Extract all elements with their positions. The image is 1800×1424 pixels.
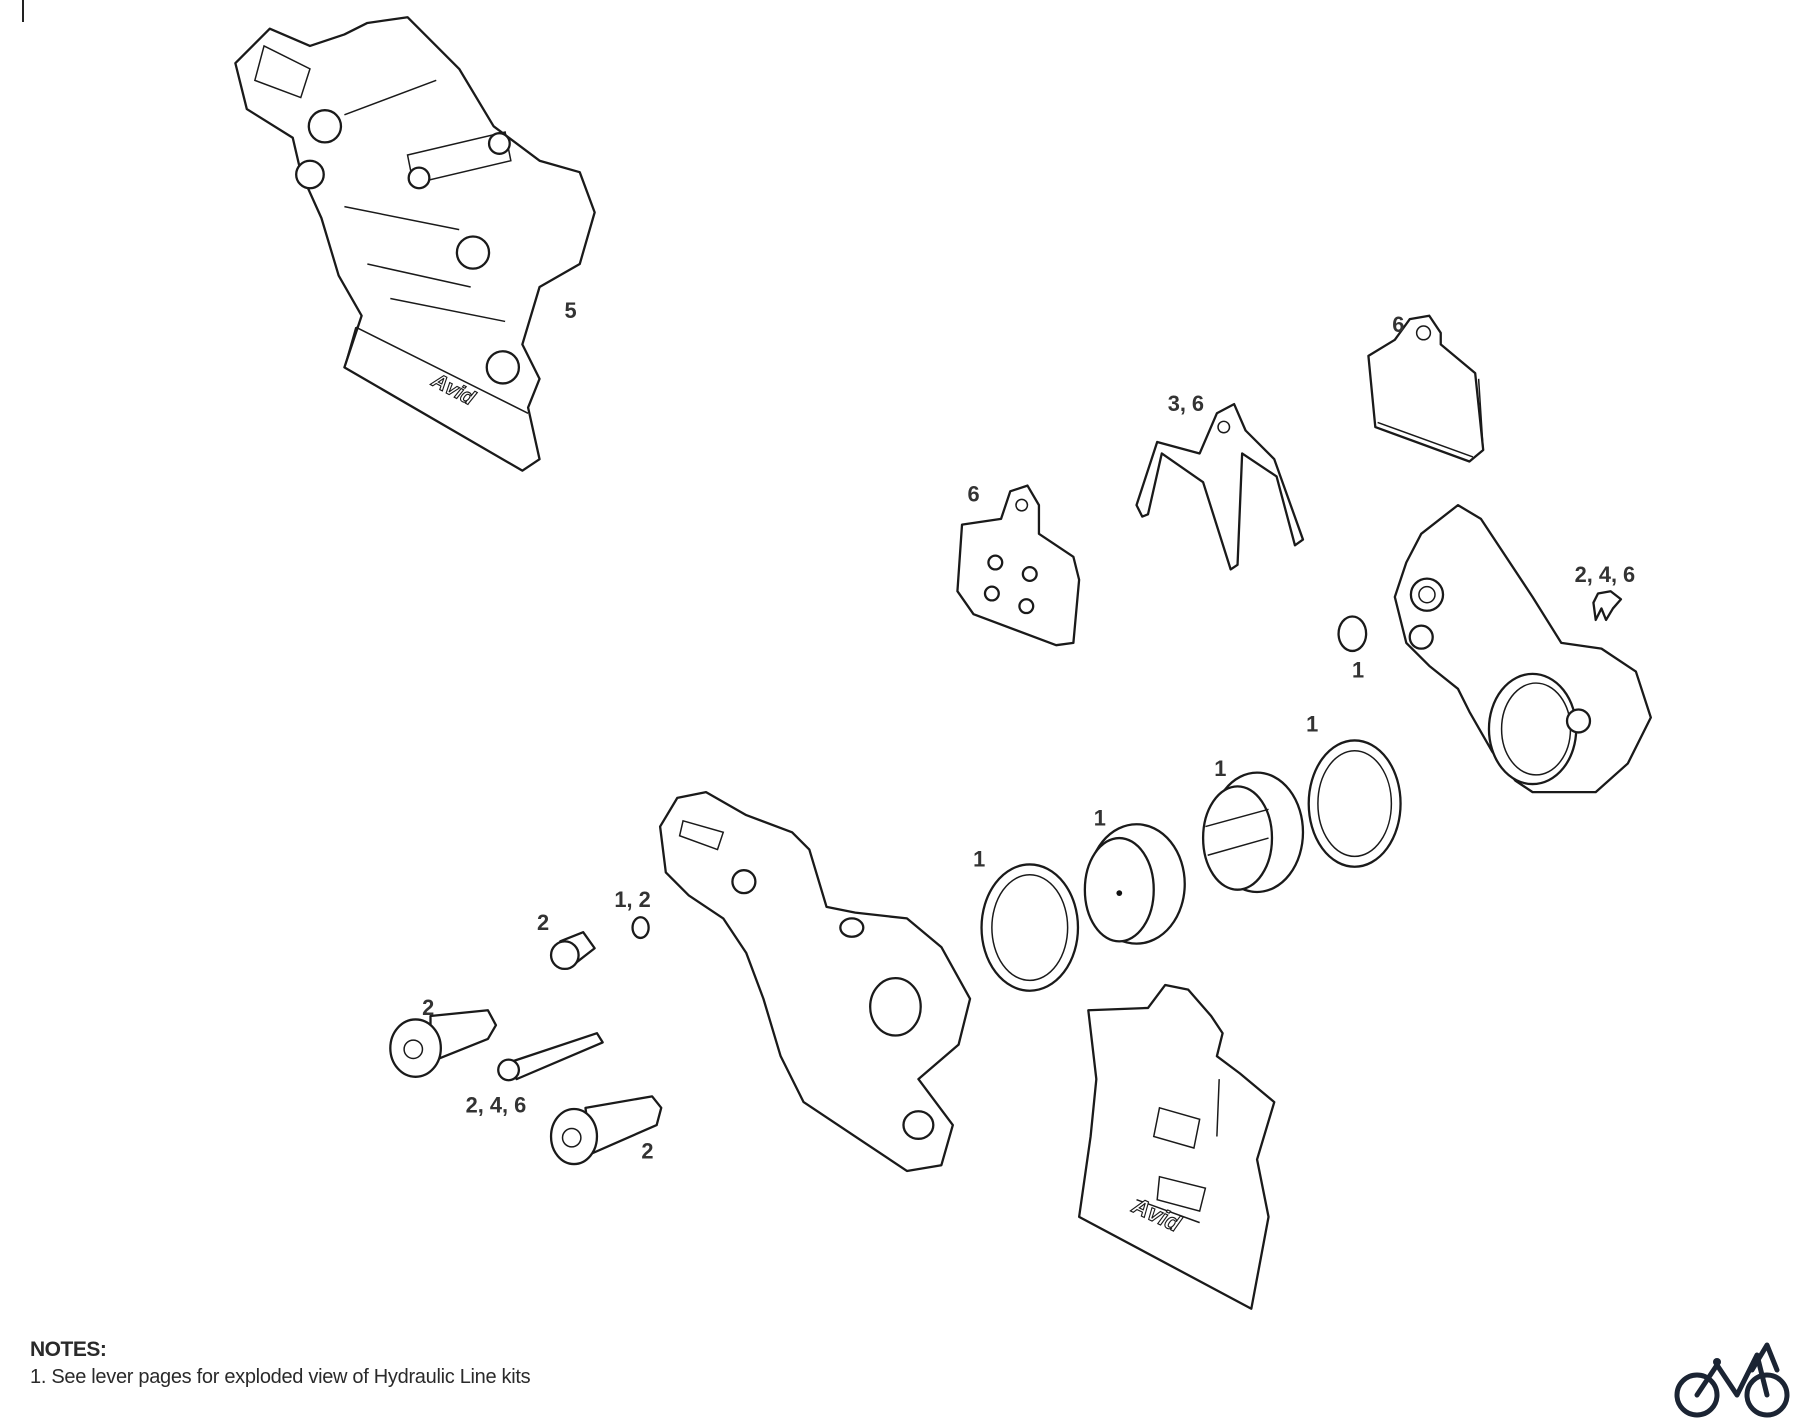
- callout-piston-right: 1: [1214, 756, 1226, 781]
- note-item: 1. See lever pages for exploded view of …: [30, 1366, 531, 1388]
- callout-mount-bolt-lower: 2: [641, 1138, 653, 1163]
- bleed-screw[interactable]: [549, 931, 596, 971]
- callout-retainer-clip: 2, 4, 6: [1575, 562, 1636, 587]
- callout-seal-left: 1: [973, 847, 985, 872]
- pad-spring[interactable]: [1135, 402, 1305, 571]
- callout-pad-right: 6: [1392, 312, 1404, 337]
- callout-bleed-screw: 2: [537, 910, 549, 935]
- seal-left[interactable]: [980, 863, 1080, 992]
- heat-shield[interactable]: Avid: [1077, 983, 1276, 1310]
- page-edge-mark: [22, 0, 24, 22]
- notes-section: NOTES: 1. See lever pages for exploded v…: [30, 1338, 531, 1389]
- notes-title: NOTES:: [30, 1338, 107, 1361]
- small-oring[interactable]: [1337, 615, 1368, 653]
- piston-left[interactable]: [1083, 823, 1186, 945]
- callout-pad-spring: 3, 6: [1168, 391, 1204, 416]
- caliper-assembly[interactable]: Avid: [234, 16, 596, 472]
- callout-crush-washer: 1, 2: [614, 887, 650, 912]
- bicycle-icon: [1674, 1342, 1790, 1418]
- brake-pad-right[interactable]: [1367, 314, 1485, 463]
- callout-pad-pin: 2, 4, 6: [466, 1092, 527, 1117]
- crush-washer[interactable]: [631, 916, 650, 940]
- pad-retainer-clip[interactable]: [1592, 590, 1623, 622]
- mount-bolt-lower[interactable]: [549, 1095, 663, 1166]
- pad-pin[interactable]: [497, 1032, 604, 1082]
- piston-right[interactable]: [1201, 771, 1305, 894]
- caliper-half-inboard[interactable]: [658, 790, 972, 1173]
- callout-pad-left: 6: [967, 482, 979, 507]
- callout-seal-right: 1: [1306, 711, 1318, 736]
- callout-piston-left: 1: [1094, 805, 1106, 830]
- callout-small-oring: 1: [1352, 657, 1364, 682]
- callout-mount-bolt-upper: 2: [422, 995, 434, 1020]
- callout-caliper-assembly: 5: [564, 298, 576, 323]
- caliper-half-outboard[interactable]: [1393, 503, 1652, 794]
- brake-pad-left[interactable]: [956, 484, 1081, 647]
- seal-right[interactable]: [1307, 739, 1402, 868]
- mount-bolt-upper[interactable]: [389, 1009, 498, 1078]
